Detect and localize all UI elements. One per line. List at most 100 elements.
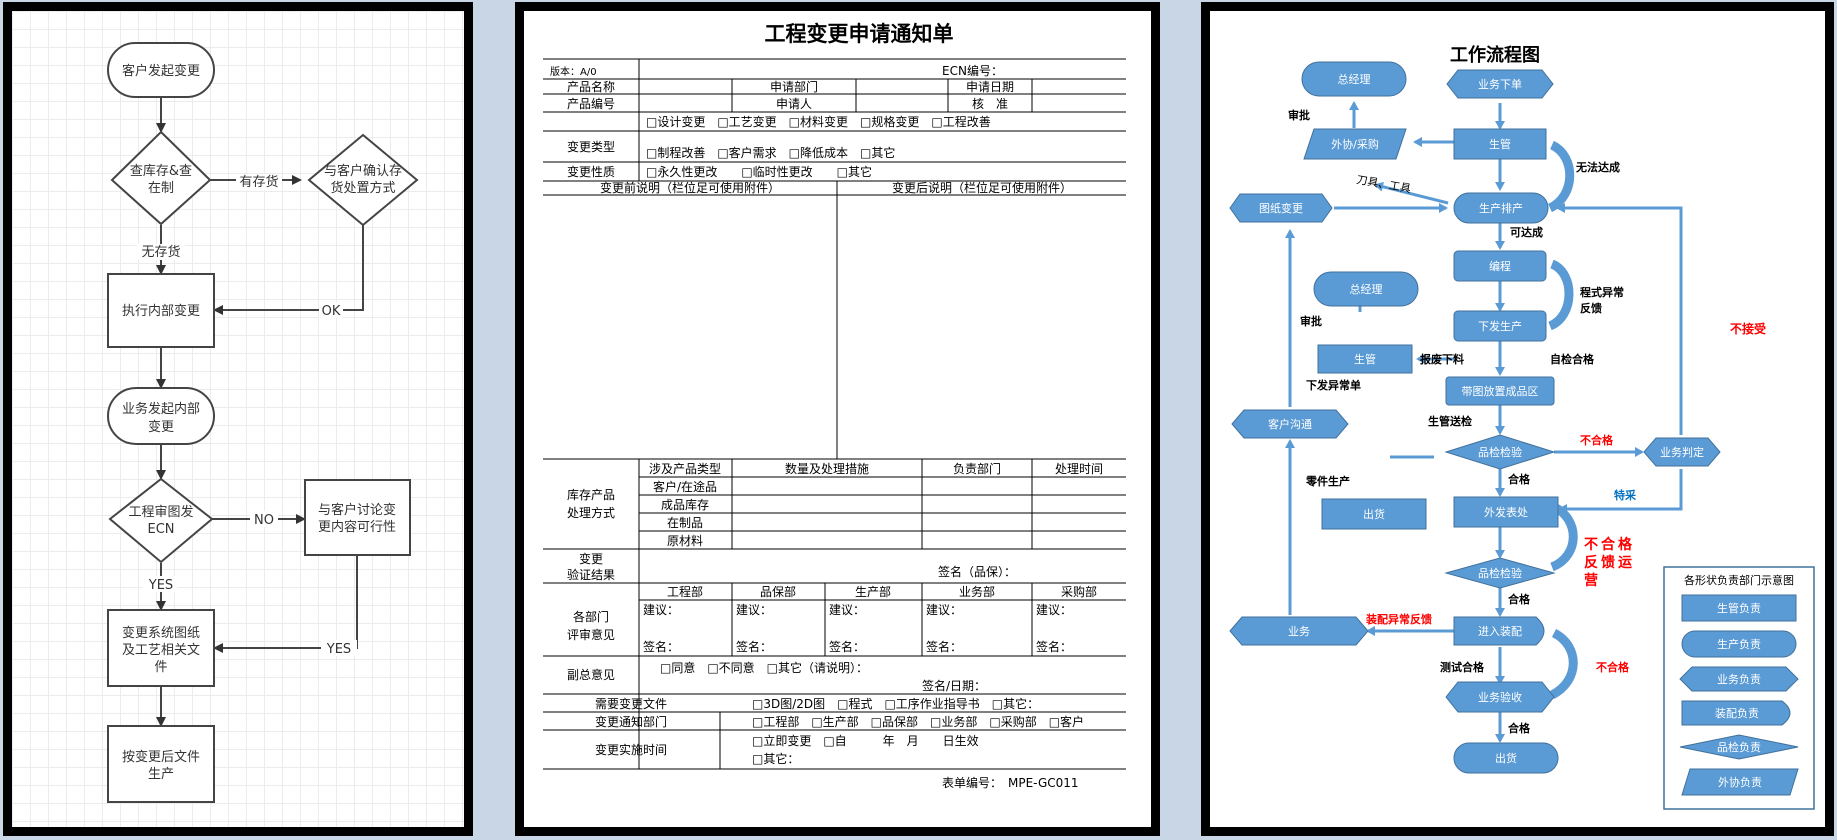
node-sales-order	[1446, 69, 1554, 99]
node-text: 件	[154, 660, 167, 675]
node-finished-area	[1445, 376, 1555, 406]
legend-item: 装配负责	[1715, 706, 1759, 720]
flow-label: 不合格	[1580, 433, 1614, 447]
node-text: 及工艺相关文	[122, 643, 200, 658]
node-text: 更内容可行性	[318, 519, 396, 535]
node-sales-acceptance	[1445, 681, 1555, 713]
process-internal-change	[107, 273, 215, 348]
node-general-manager	[1301, 61, 1407, 97]
node-text: 总经理	[1338, 72, 1371, 86]
end-produce	[107, 725, 215, 803]
node-text: 生产	[148, 767, 174, 782]
dept-header: 业务部	[959, 584, 995, 599]
notify-options: □工程部 □生产部 □品保部 □业务部 □采购部 □客户	[752, 714, 1084, 729]
node-sales	[1229, 616, 1369, 646]
edge-label-yes: YES	[326, 642, 351, 657]
change-type-options: □制程改善 □客户需求 □降低成本 □其它	[646, 145, 895, 160]
decision-confirm-customer	[307, 133, 419, 227]
dept-header: 工程部	[667, 584, 703, 599]
node-text: 编程	[1489, 259, 1511, 273]
flow-label: 自检合格	[1550, 352, 1595, 366]
node-text: 外协/采购	[1331, 137, 1379, 151]
flow-label: 无法达成	[1575, 160, 1620, 174]
dept-sign: 签名：	[736, 639, 772, 654]
stock-col-header: 处理时间	[1055, 462, 1103, 476]
edge-label-no: NO	[254, 513, 274, 528]
change-request-form: 工程变更申请通知单	[543, 22, 1126, 790]
files-options: □3D图/2D图 □程式 □工序作业指导书 □其它：	[752, 696, 1039, 711]
node-text: 执行内部变更	[122, 303, 200, 319]
dept-advice: 建议：	[736, 603, 772, 617]
flow-label: 报废下料	[1420, 352, 1464, 366]
legend-shape-production-control	[1681, 594, 1797, 622]
dept-sign: 签名：	[829, 639, 865, 654]
label-vp-opinion: 副总意见	[567, 667, 615, 682]
stock-row-label: 成品库存	[661, 497, 709, 512]
flow-label: 审批	[1288, 108, 1310, 122]
flow-label: 可达成	[1510, 225, 1543, 239]
flow-label: 生管送检	[1428, 414, 1472, 428]
legend-item: 生产负责	[1717, 637, 1761, 651]
legend-item: 业务负责	[1717, 672, 1761, 686]
impl-time-options: □立即变更 □自 年 月 日生效	[752, 733, 979, 748]
label-approve: 核 准	[972, 97, 1008, 111]
change-nature-options: □永久性更改 □临时性更改 □其它	[646, 164, 872, 179]
dept-header: 品保部	[760, 584, 796, 599]
node-text: 进入装配	[1478, 625, 1522, 638]
flow-label: 装配异常反馈	[1365, 612, 1432, 626]
label-impl-time: 变更实施时间	[595, 742, 667, 757]
label-verify: 变更	[579, 551, 603, 566]
form-number: 表单编号： MPE-GC011	[942, 775, 1079, 790]
node-sales-decision	[1643, 437, 1721, 467]
node-text: ECN	[147, 522, 174, 537]
node-scheduling	[1453, 192, 1549, 224]
node-quality-inspection	[1444, 434, 1556, 470]
edge-label-no-stock: 无存货	[141, 244, 180, 260]
process-update-docs	[107, 609, 215, 687]
dept-advice: 建议：	[643, 603, 679, 617]
legend-shape-assembly	[1681, 700, 1791, 726]
node-production-control	[1453, 128, 1547, 160]
flow-label: 刀具、工具	[1355, 173, 1411, 195]
dept-advice: 建议：	[1036, 603, 1072, 617]
label-stock: 处理方式	[567, 505, 615, 520]
node-customer-communication	[1231, 409, 1349, 439]
label-product-no: 产品编号	[567, 96, 615, 111]
node-text: 带图放置成品区	[1462, 384, 1539, 398]
dept-header: 采购部	[1061, 584, 1097, 599]
flow-label: 合格	[1508, 472, 1531, 486]
node-shipment	[1453, 742, 1559, 774]
node-text: 查库存&查	[130, 163, 192, 179]
flow-label: 反馈	[1580, 301, 1602, 315]
node-release-production	[1453, 310, 1547, 342]
form-version: 版本：A/0	[550, 65, 597, 78]
node-text: 外发表处	[1484, 505, 1528, 519]
dept-header: 生产部	[855, 584, 891, 599]
label-verify: 验证结果	[567, 567, 615, 582]
flow-label: 测试合格	[1440, 660, 1485, 674]
node-text: 业务发起内部	[122, 401, 200, 417]
node-text: 生管	[1489, 137, 1511, 151]
node-text: 生产排产	[1479, 201, 1523, 215]
flow-label: 合格	[1508, 721, 1531, 735]
label-dept-review: 各部门	[573, 609, 609, 624]
start-customer-request	[107, 42, 215, 98]
decision-engineering-ecn	[108, 477, 214, 564]
flow-label: 不合格	[1584, 536, 1635, 553]
flow-label: 合格	[1508, 592, 1531, 606]
process-discuss-feasibility	[304, 479, 411, 556]
node-text: 生管	[1354, 352, 1376, 366]
flowchart-canvas: 客户发起变更 查库存&查 在制 与客户确认存 货处置方式 执行内部变更 业务发起…	[12, 11, 464, 827]
label-applicant: 申请人	[776, 97, 812, 111]
node-programming	[1453, 250, 1547, 282]
stock-col-header: 负责部门	[953, 461, 1001, 476]
node-text: 下发生产	[1478, 319, 1522, 333]
decision-check-stock	[110, 130, 212, 226]
label-product-name: 产品名称	[567, 79, 615, 94]
label-change-type: 变更类型	[567, 139, 615, 154]
change-type-options: □设计变更 □工艺变更 □材料变更 □规格变更 □工程改善	[646, 114, 991, 129]
change-flowchart: 客户发起变更 查库存&查 在制 与客户确认存 货处置方式 执行内部变更 业务发起…	[107, 42, 419, 803]
flow-label: 不合格	[1596, 660, 1630, 674]
node-text: 客户发起变更	[122, 63, 200, 79]
node-text: 与客户讨论变	[318, 502, 396, 518]
